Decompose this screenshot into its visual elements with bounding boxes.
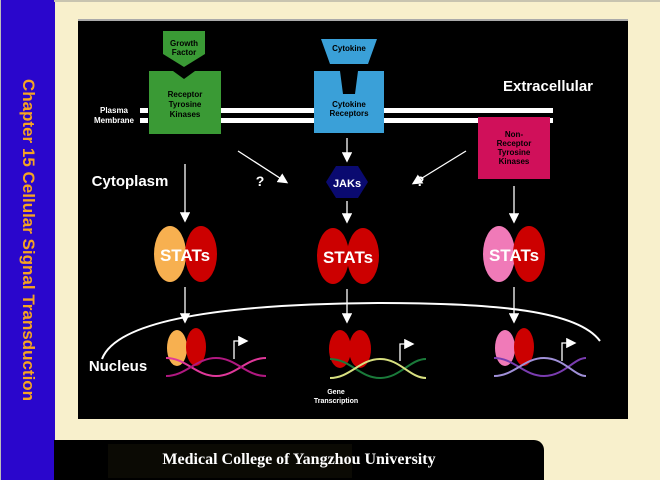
non-receptor-tyrosine-kinase-shape	[478, 117, 550, 179]
cytokine-shape	[321, 39, 377, 64]
extracellular-label: Extracellular	[503, 78, 593, 95]
top-divider	[54, 0, 660, 2]
footer-highlight	[108, 444, 352, 478]
nuclear-envelope	[101, 301, 601, 360]
membrane-label: Membrane	[94, 116, 135, 125]
stat-dimer-jak: STATs	[317, 228, 379, 284]
growth-factor-label-2: Factor	[172, 48, 196, 57]
growth-factor-shape	[163, 31, 205, 67]
nuclear-complex-1	[165, 328, 267, 378]
nrtk-label-1: Non-	[505, 130, 524, 139]
stat-dimer-nrtk: STATs	[483, 226, 545, 282]
nrtk-label-2: Receptor	[497, 139, 532, 148]
cytokine-label: Cytokine	[332, 44, 366, 53]
svg-text:STATs: STATs	[160, 246, 210, 265]
nrtk-label-4: Kinases	[499, 157, 530, 166]
arrow-rtk-to-jak	[237, 150, 289, 184]
rtk-label-3: Kinases	[170, 110, 201, 119]
receptor-tyrosine-kinase-shape	[149, 71, 221, 134]
svg-text:STATs: STATs	[489, 246, 539, 265]
cytoplasm-label: Cytoplasm	[92, 173, 169, 190]
arrow-nrtk-to-jak	[411, 150, 467, 185]
rtk-label-1: Receptor	[168, 90, 203, 99]
nuclear-complex-2: Gene Transcription	[314, 330, 427, 405]
transcription-label: Transcription	[314, 398, 358, 405]
question-mark-left: ?	[256, 173, 265, 189]
question-mark-right: ?	[416, 173, 425, 189]
cytokine-receptor-label-2: Receptors	[329, 109, 369, 118]
cytokine-receptor-label-1: Cytokine	[332, 100, 366, 109]
nrtk-label-3: Tyrosine	[498, 148, 531, 157]
jak-label: JAKs	[333, 178, 361, 190]
cytokine-receptor-shape	[314, 71, 384, 133]
jak-hexagon	[326, 166, 368, 198]
rtk-label-2: Tyrosine	[169, 100, 202, 109]
footer-institution: Medical College of Yangzhou University	[162, 451, 436, 468]
stat-dimer-rtk: STATs	[154, 226, 217, 282]
svg-text:STATs: STATs	[323, 248, 373, 267]
growth-factor-label-1: Growth	[170, 39, 198, 48]
diagram-panel: Plasma Membrane Extracellular Cytoplasm …	[78, 19, 628, 419]
sidebar: Chapter 15 Cellular Signal Transduction	[0, 0, 55, 480]
chapter-title: Chapter 15 Cellular Signal Transduction	[19, 78, 38, 402]
nucleus-label: Nucleus	[89, 358, 147, 375]
signal-arrows	[179, 138, 520, 324]
nuclear-complex-3	[493, 328, 587, 378]
gene-label: Gene	[327, 389, 345, 396]
plasma-label: Plasma	[100, 106, 129, 115]
